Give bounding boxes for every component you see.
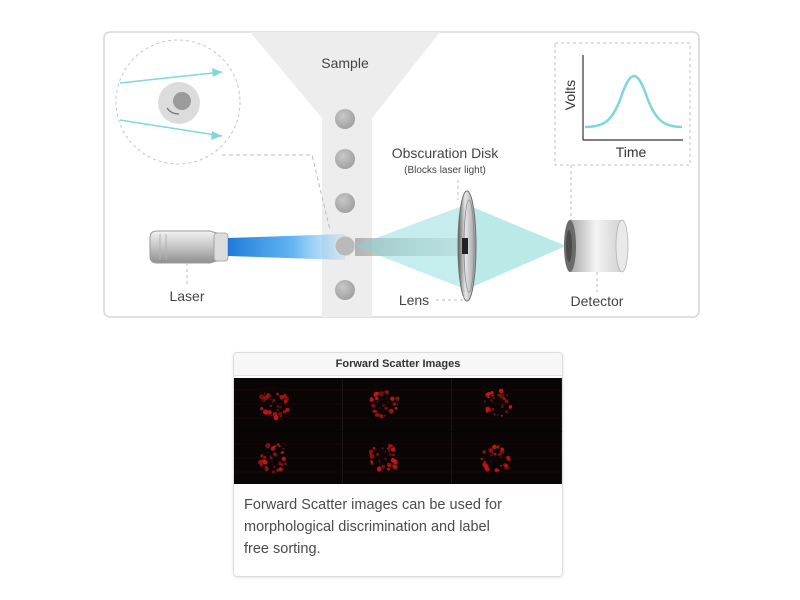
scatter-fan-out	[470, 206, 566, 288]
detector-icon	[564, 219, 629, 273]
caption-line: Forward Scatter images can be used for	[244, 497, 502, 513]
lens-label: Lens	[399, 292, 429, 308]
detector-label: Detector	[571, 293, 624, 309]
obscuration-disk-sublabel: (Blocks laser light)	[404, 165, 486, 176]
particle	[335, 149, 355, 169]
plot-ylabel: Volts	[562, 80, 578, 110]
arrowhead-icon	[211, 131, 222, 140]
sample-funnel	[250, 32, 440, 317]
laser-icon	[149, 230, 229, 264]
particle	[335, 280, 355, 300]
laser-label: Laser	[169, 288, 204, 304]
particle-in-beam	[334, 235, 356, 257]
inset-membrane-icon	[166, 107, 180, 115]
scatter-image-tile	[234, 378, 343, 431]
scatter-image-tile	[343, 431, 453, 484]
arrowhead-icon	[212, 68, 222, 77]
laser-beam	[228, 234, 345, 260]
particle	[335, 109, 355, 129]
plot-xlabel: Time	[616, 144, 647, 160]
signal-plot-box	[554, 42, 691, 166]
obscuration-disk-icon	[457, 190, 477, 302]
cell-scatter-image	[453, 388, 562, 419]
scatter-image-tile	[453, 431, 562, 484]
obscuration-disk-label: Obscuration Disk	[392, 145, 500, 161]
transmitted-beam	[355, 238, 462, 256]
signal-pulse-curve	[584, 74, 683, 129]
card-caption: Forward Scatter images can be used for m…	[234, 484, 562, 560]
scatter-image-tile	[234, 431, 343, 484]
caption-line: morphological discrimination and label	[244, 519, 490, 535]
inset-connector	[222, 154, 331, 231]
particle	[335, 193, 355, 213]
cell-scatter-image	[453, 443, 562, 472]
forward-scatter-card: Forward Scatter Images Forward Scatter i…	[233, 352, 563, 577]
cell-scatter-image	[343, 443, 453, 472]
scatter-image-grid	[234, 378, 562, 484]
scatter-fan-in	[355, 206, 462, 288]
caption-line: free sorting.	[244, 541, 321, 557]
card-title: Forward Scatter Images	[234, 353, 562, 376]
cell-scatter-image	[234, 389, 343, 421]
sample-label: Sample	[321, 55, 369, 71]
inset-nucleus-icon	[173, 92, 191, 110]
scatter-image-tile	[453, 378, 562, 431]
cell-scatter-image	[343, 389, 453, 419]
scatter-ray-bottom	[119, 119, 223, 137]
cell-scatter-image	[234, 442, 343, 474]
scatter-ray-top	[119, 71, 223, 84]
scatter-image-tile	[343, 378, 453, 431]
